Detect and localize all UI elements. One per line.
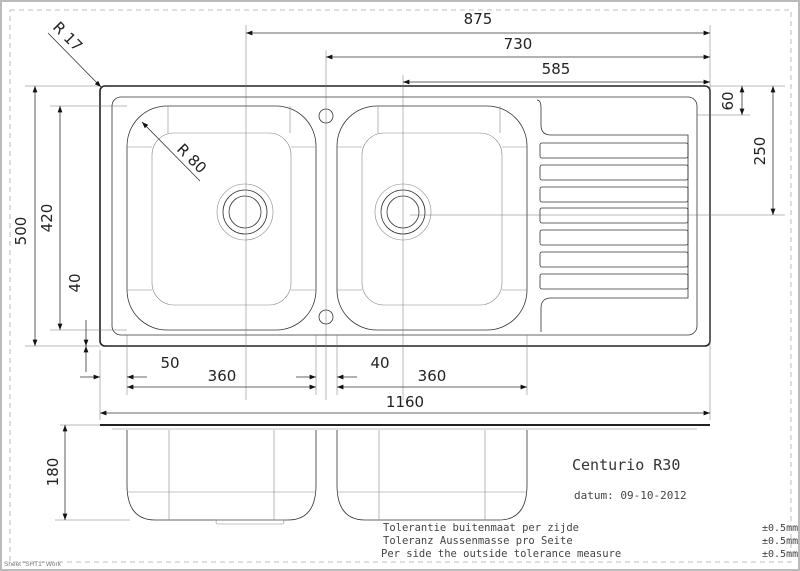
dim-730: 730	[504, 35, 533, 53]
dim-180: 180	[44, 458, 62, 487]
dim-420: 420	[38, 204, 56, 233]
tolerance-en-value: ±0.5mm	[762, 549, 798, 560]
drainer	[536, 99, 689, 332]
dim-50: 50	[160, 354, 179, 372]
date-label: datum: 09-10-2012	[574, 489, 687, 502]
dim-60: 60	[719, 91, 737, 110]
dim-r17: R 17	[49, 18, 86, 55]
dim-r80: R 80	[173, 140, 210, 177]
dim-1160: 1160	[386, 393, 424, 411]
tolerance-nl-value: ±0.5mm	[762, 523, 798, 534]
tolerance-en-label: Per side the outside tolerance measure	[381, 548, 621, 560]
dim-500: 500	[12, 217, 30, 246]
tolerance-nl-label: Tolerantie buitenmaat per zijde	[383, 522, 579, 534]
dim-360-right: 360	[418, 367, 447, 385]
dim-40-mid: 40	[370, 354, 389, 372]
sink-side-view	[100, 424, 710, 525]
tolerance-de-label: Toleranz Aussenmasse pro Seite	[383, 535, 573, 547]
dim-875: 875	[464, 10, 493, 28]
dim-360-left: 360	[208, 367, 237, 385]
product-title: Centurio R30	[572, 456, 680, 474]
tolerance-de-value: ±0.5mm	[762, 536, 798, 547]
right-bowl	[336, 105, 528, 331]
dim-585: 585	[542, 60, 571, 78]
sheet-border	[9, 9, 792, 563]
dim-250: 250	[751, 137, 769, 166]
dim-40-left: 40	[66, 273, 84, 292]
sink-top-view	[99, 85, 711, 347]
left-bowl	[126, 105, 317, 331]
sheet-label: Sheet "SHT1" Work	[4, 561, 62, 568]
